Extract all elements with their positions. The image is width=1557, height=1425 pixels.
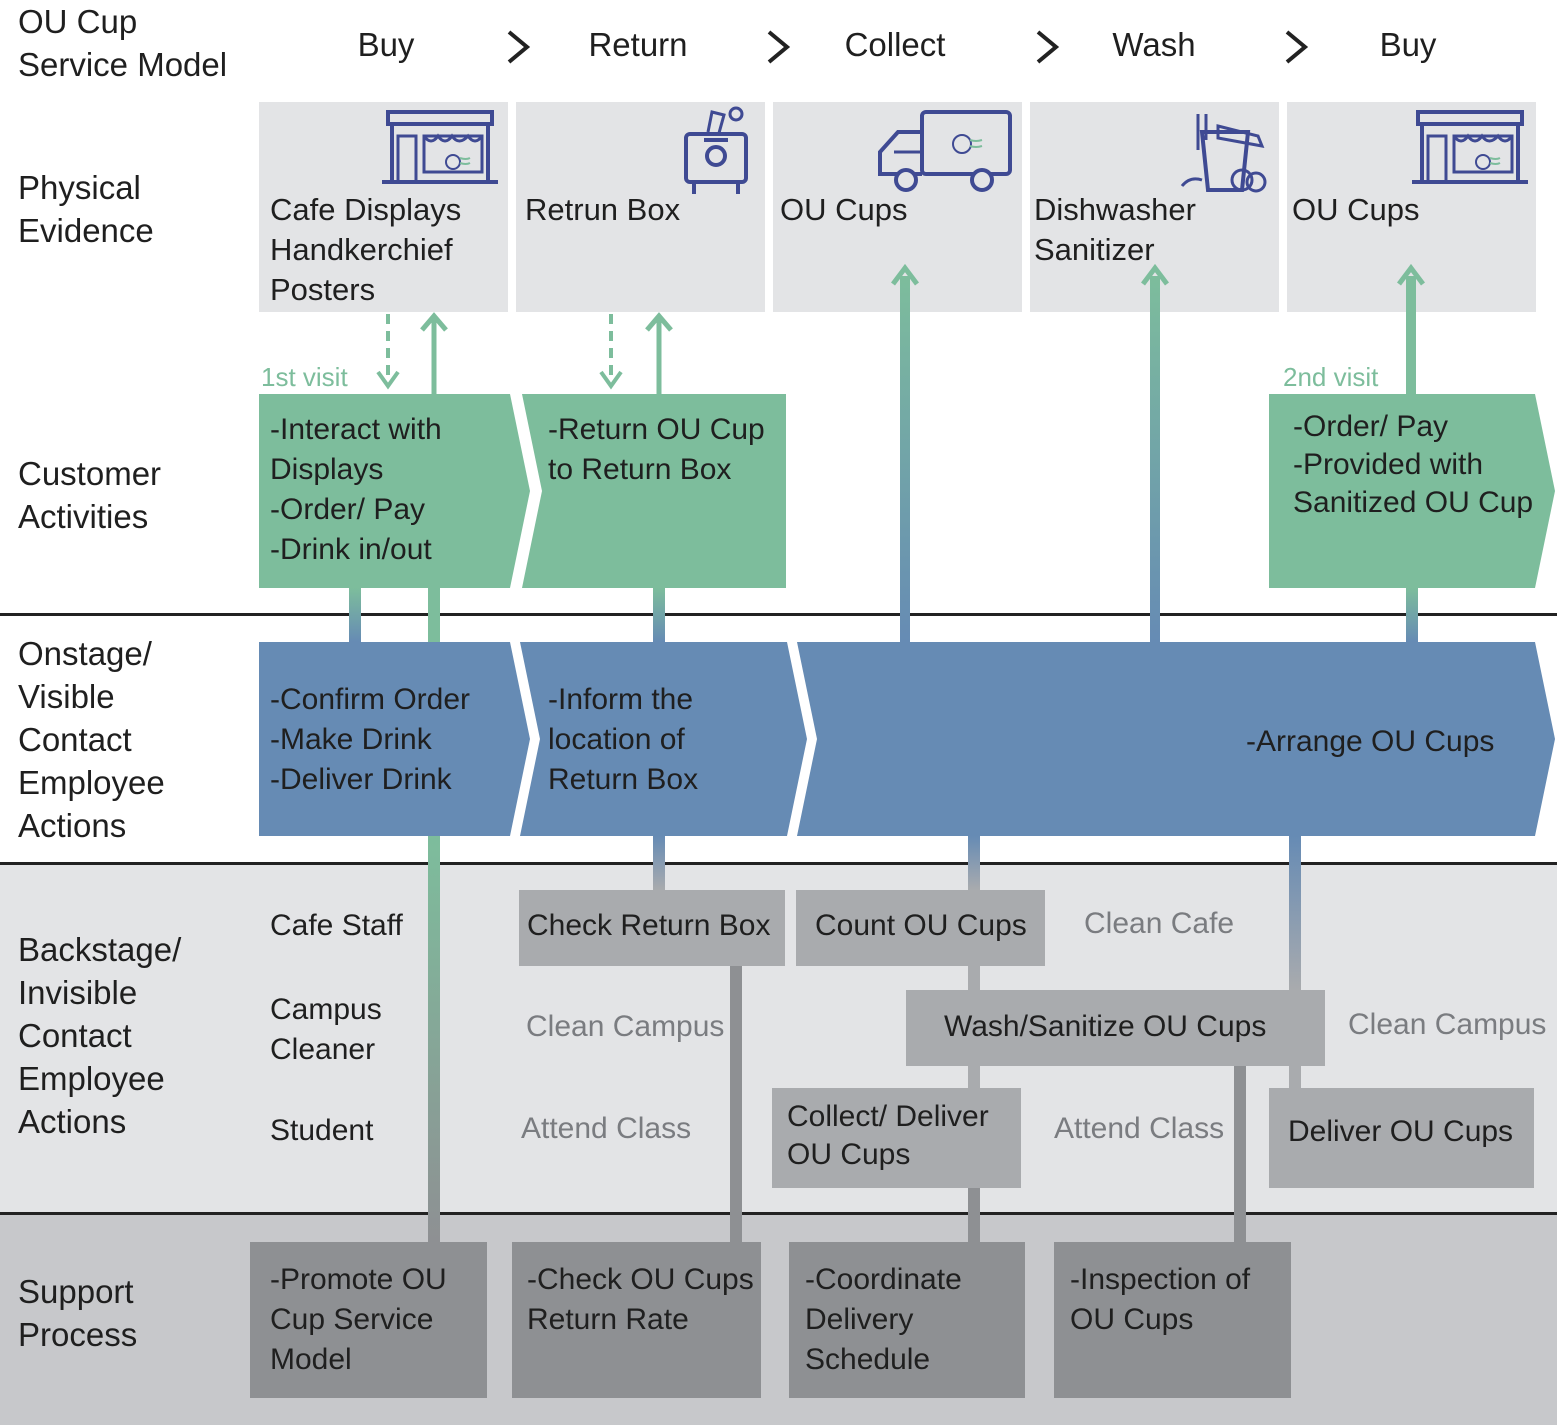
chevron-right-icon: [1285, 30, 1309, 64]
evidence-box-return: [516, 102, 765, 312]
storefront-icon: [1412, 110, 1528, 184]
support-box-return-rate: [512, 1242, 761, 1398]
evidence-text-return: Retrun Box: [525, 192, 681, 227]
check-return-box-label: Check Return Box: [527, 909, 771, 942]
wash-sanitize-label: Wash/Sanitize OU Cups: [944, 1010, 1267, 1043]
customer-arrow-buy-2: [1269, 394, 1555, 588]
stage-collect: Collect: [844, 26, 946, 63]
onstage-action-return: -Inform the location of Return Box: [548, 683, 699, 796]
customer-activity-buy: -Interact with Displays -Order/ Pay -Dri…: [270, 413, 442, 566]
support-box-delivery: [789, 1242, 1025, 1398]
row-label-physical-evidence: Physical Evidence: [18, 169, 154, 249]
clean-cafe-text: Clean Cafe: [1084, 907, 1235, 940]
stage-buy-2: Buy: [1379, 26, 1437, 63]
support-return-rate: -Check OU Cups Return Rate: [527, 1263, 754, 1336]
return-box-icon: [684, 106, 748, 194]
first-visit-label: 1st visit: [261, 362, 348, 392]
chevron-right-icon: [507, 30, 531, 64]
stage-buy-1: Buy: [357, 26, 415, 63]
role-campus-cleaner: Campus Cleaner: [270, 993, 382, 1066]
deliver-ou-cups-label: Deliver OU Cups: [1288, 1115, 1514, 1148]
evidence-text-wash: Dishwasher Sanitizer: [1034, 192, 1196, 267]
count-ou-cups-label: Count OU Cups: [815, 909, 1027, 942]
support-box-promote: [250, 1242, 487, 1398]
attend-class-text: Attend Class: [1054, 1112, 1225, 1145]
evidence-text-collect: OU Cups: [780, 192, 908, 227]
onstage-action-buy: -Confirm Order -Make Drink -Deliver Drin…: [270, 683, 471, 796]
chevron-right-icon: [767, 30, 791, 64]
deliver-ou-cups-box: [1269, 1088, 1534, 1188]
onstage-action-arrange: -Arrange OU Cups: [1246, 725, 1495, 758]
support-delivery: -Coordinate Delivery Schedule: [805, 1263, 962, 1376]
collect-deliver-box: [772, 1088, 1021, 1188]
evidence-text-buy: Cafe Displays Handkerchief Posters: [270, 192, 462, 307]
chevron-right-icon: [1036, 30, 1060, 64]
role-cafe-staff: Cafe Staff: [270, 909, 403, 942]
line-of-interaction: [0, 613, 1557, 616]
count-ou-cups-box: [796, 890, 1045, 966]
support-inspection: -Inspection of OU Cups: [1070, 1263, 1251, 1336]
row-label-onstage: Onstage/ Visible Contact Employee Action…: [18, 635, 165, 844]
stage-return: Return: [588, 26, 688, 63]
support-promote: -Promote OU Cup Service Model: [270, 1263, 447, 1376]
diagram-title: OU Cup Service Model: [18, 3, 228, 83]
row-label-backstage: Backstage/ Invisible Contact Employee Ac…: [18, 931, 182, 1140]
row-label-support: Support Process: [18, 1273, 138, 1353]
delivery-truck-icon: [878, 110, 1012, 192]
onstage-arrow-return: [520, 642, 807, 836]
onstage-arrow-collect: [797, 642, 1555, 836]
attend-class-text: Attend Class: [521, 1112, 692, 1145]
evidence-text-buy-2: OU Cups: [1292, 192, 1420, 227]
customer-arrow-return: [522, 394, 786, 588]
customer-activity-buy-2: -Order/ Pay -Provided with Sanitized OU …: [1293, 410, 1534, 519]
dashed-arrow: [376, 314, 623, 390]
customer-arrow-buy: [259, 394, 530, 588]
line-of-visibility: [0, 862, 1557, 865]
clean-campus-text: Clean Campus: [1348, 1008, 1547, 1041]
storefront-icon: [382, 110, 498, 184]
row-label-customer-activities: Customer Activities: [18, 455, 162, 535]
collect-deliver-label: Collect/ Deliver OU Cups: [787, 1100, 989, 1171]
customer-activity-return: -Return OU Cup to Return Box: [548, 413, 765, 486]
clean-campus-text: Clean Campus: [526, 1010, 725, 1043]
second-visit-label: 2nd visit: [1283, 362, 1379, 392]
role-student: Student: [270, 1114, 374, 1147]
onstage-arrow-buy: [259, 642, 530, 836]
support-box-inspection: [1054, 1242, 1291, 1398]
dishwasher-icon: [1180, 114, 1267, 193]
check-return-box: [519, 890, 785, 966]
stage-wash: Wash: [1112, 26, 1196, 63]
line-of-internal-interaction: [0, 1212, 1557, 1215]
wash-sanitize-box: [906, 990, 1325, 1066]
